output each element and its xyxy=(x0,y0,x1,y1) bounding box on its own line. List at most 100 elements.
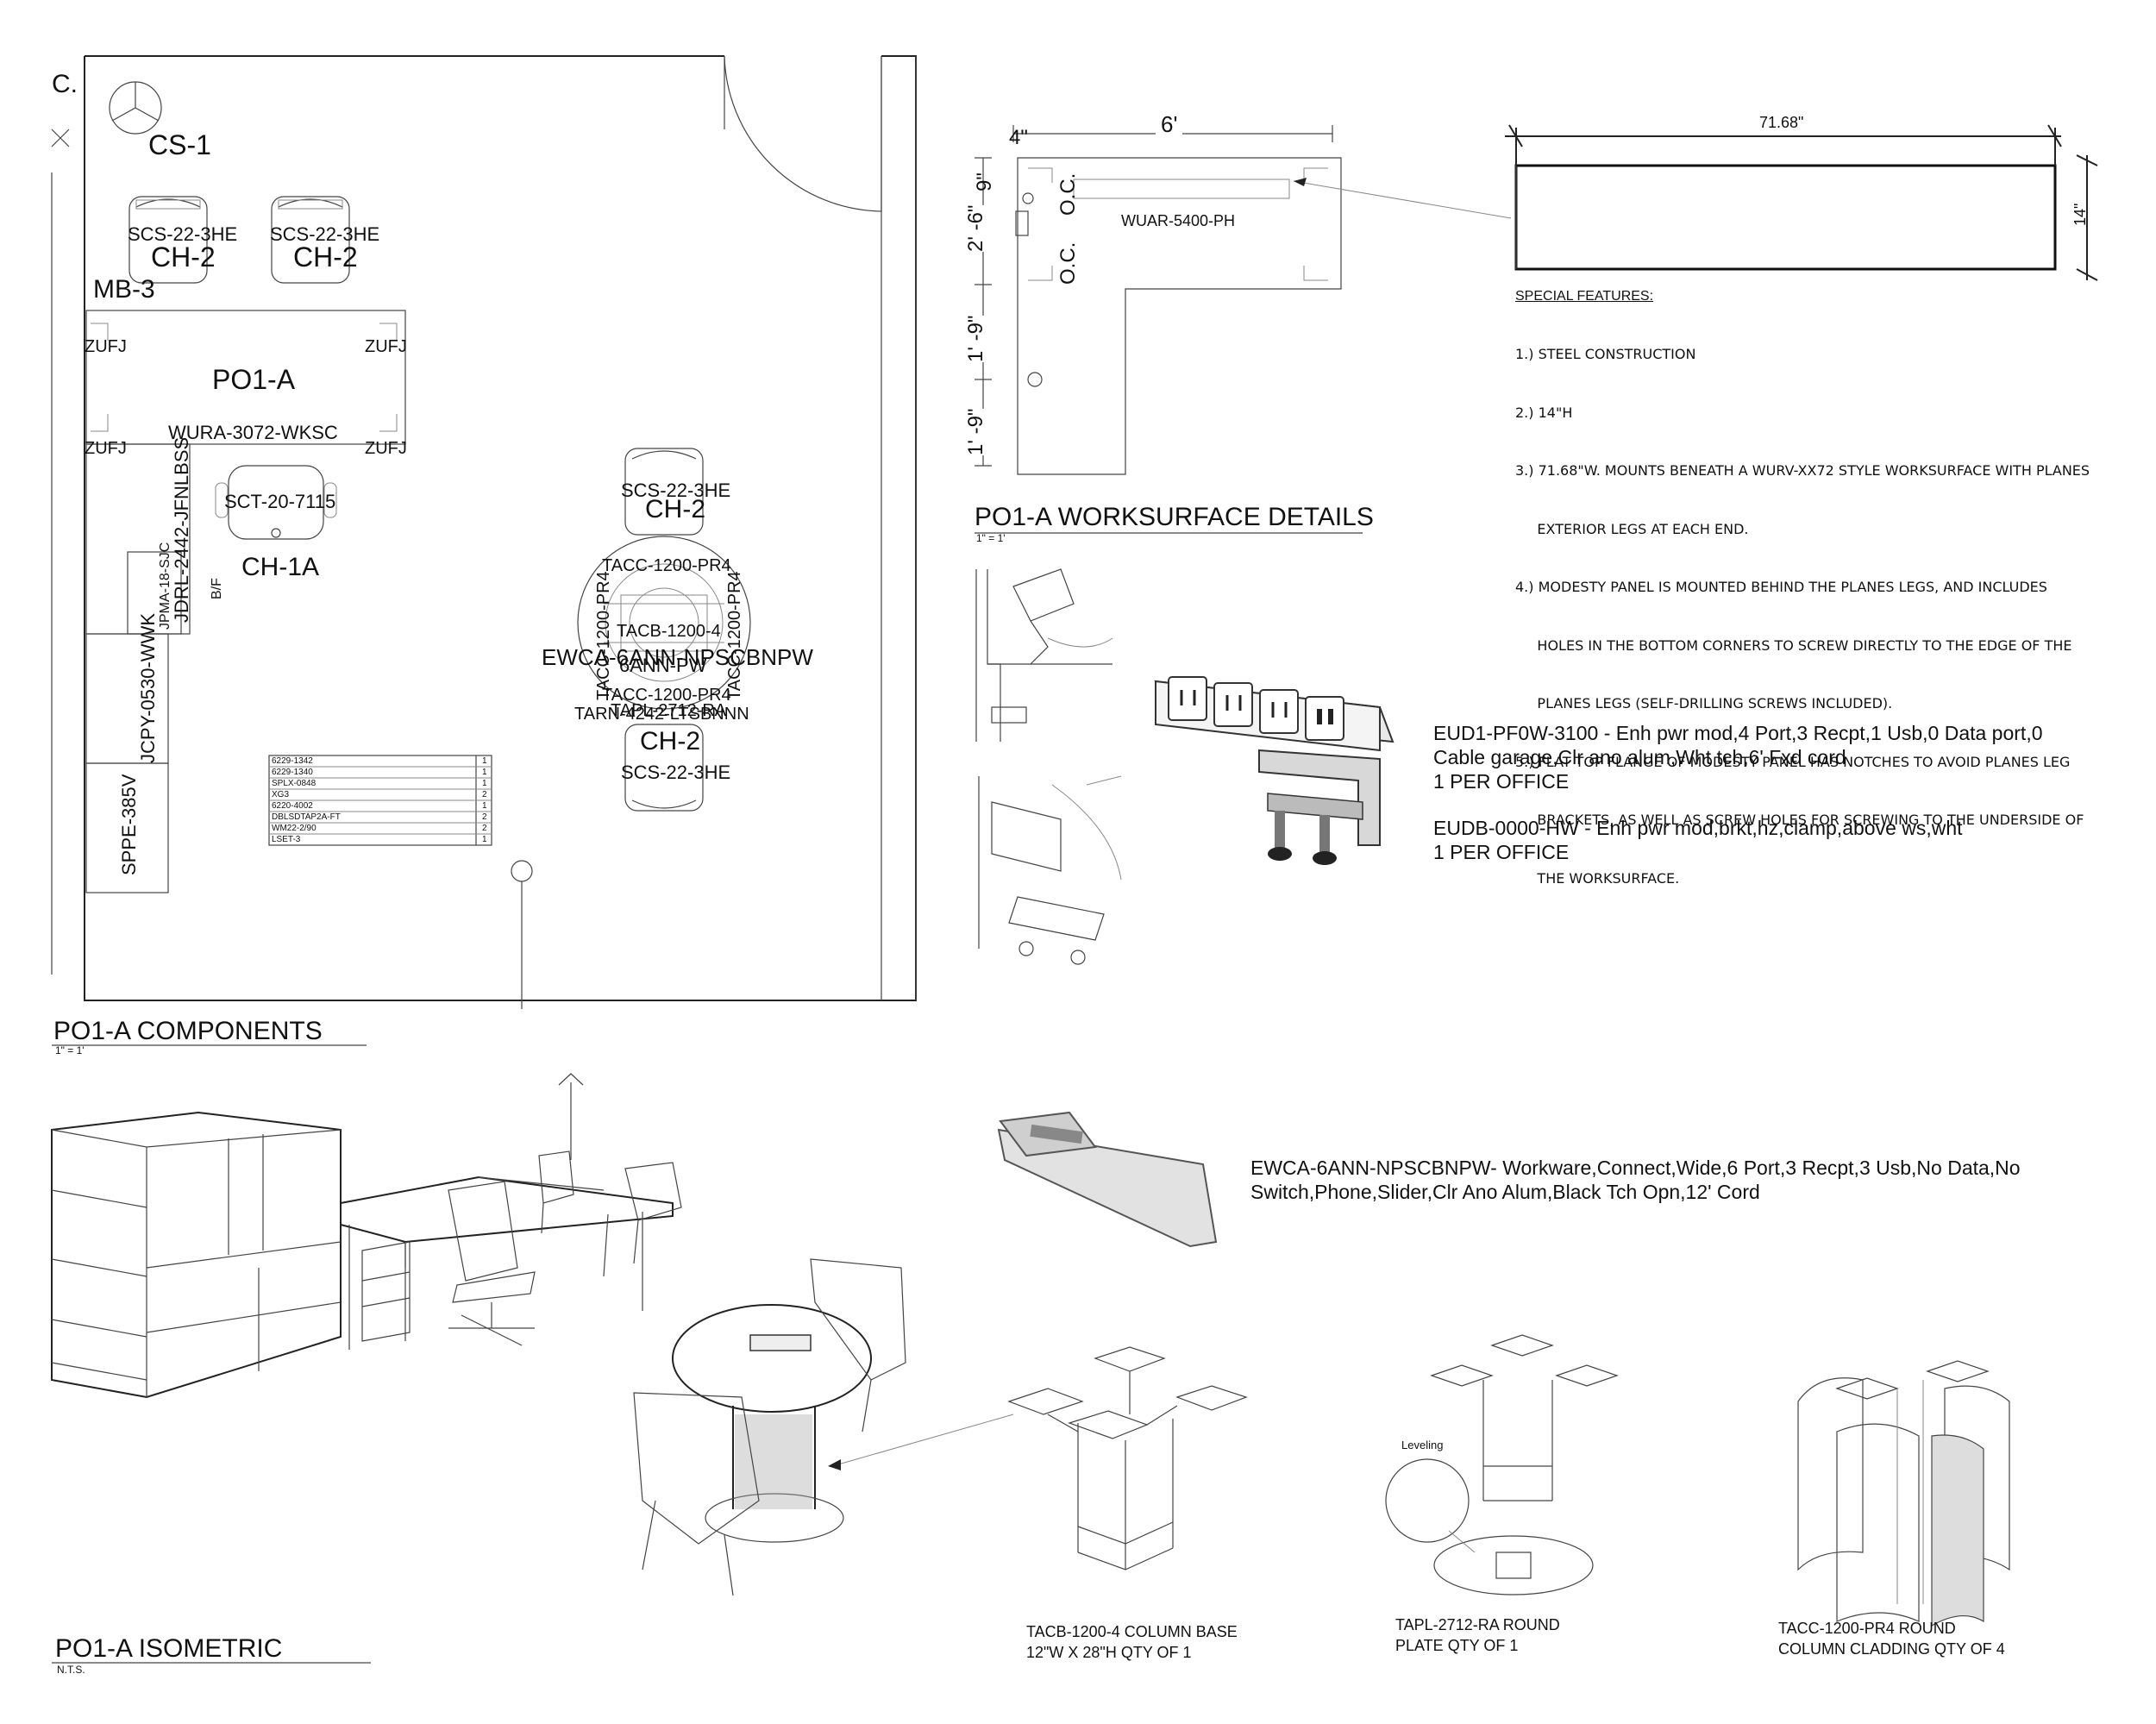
panel-height-dim: 14" xyxy=(2071,203,2089,226)
cladding-label: TACC-1200-PR4 xyxy=(725,571,744,700)
column-cladding-illustration xyxy=(1797,1360,2010,1627)
bracket-qty: 1 PER OFFICE xyxy=(1433,841,1570,863)
dim-9: 9" xyxy=(973,172,996,191)
dim-1-9: 1' -9" xyxy=(964,408,988,455)
zufj-label: ZUFJ xyxy=(85,337,127,356)
dim-return: 4" xyxy=(1009,126,1028,149)
guest-chair-model: SCS-22-3HE xyxy=(128,223,238,245)
feature-line: HOLES IN THE BOTTOM CORNERS TO SCREW DIR… xyxy=(1515,636,2072,654)
dim-1-9: 1' -9" xyxy=(964,315,988,362)
power-module-qty: 1 PER OFFICE xyxy=(1433,770,1570,793)
power-module-overlap-label: 6ANN-PW xyxy=(619,655,707,676)
cabinet-label: JCPY-0530-WWK xyxy=(137,612,159,763)
dim-width: 6' xyxy=(1156,112,1183,136)
task-chair-model: SCT-20-7115 xyxy=(224,491,336,512)
worksurface-details-title: PO1-A WORKSURFACE DETAILS xyxy=(975,503,1374,531)
feature-line: BRACKETS, AS WELL AS SCREW HOLES FOR SCR… xyxy=(1515,812,2084,828)
cladding-caption: TACC-1200-PR4 ROUND xyxy=(1778,1620,1956,1637)
panel xyxy=(85,762,169,893)
task-chair-icon xyxy=(215,465,337,540)
mb3-tag: MB-3 xyxy=(93,275,155,304)
parts-table-grid xyxy=(268,755,492,846)
ewca-desc: EWCA-6ANN-NPSCBNPW- Workware,Connect,Wid… xyxy=(1250,1157,2021,1179)
cladding-label: TACC-1200-PR4 xyxy=(602,556,731,575)
components-title: PO1-A COMPONENTS xyxy=(53,1017,323,1045)
feature-line: THE WORKSURFACE. xyxy=(1515,869,1680,887)
bf-label: B/F xyxy=(210,578,224,599)
power-module-desc: EUD1-PF0W-3100 - Enh pwr mod,4 Port,3 Re… xyxy=(1433,722,2043,744)
coat-stand-tag: CS-1 xyxy=(148,129,211,160)
special-features-title: SPECIAL FEATURES: xyxy=(1515,289,1654,304)
special-features-list: 1.) STEEL CONSTRUCTION 2.) 14"H 3.) 71.6… xyxy=(1515,306,2090,908)
guest-chair-icon xyxy=(624,724,704,812)
round-plate-caption: PLATE QTY OF 1 xyxy=(1395,1637,1519,1654)
panel-width-dim: 71.68" xyxy=(1759,114,1804,131)
desk-tag: PO1-A xyxy=(212,364,296,395)
round-table-icon xyxy=(577,536,751,710)
desk-worksurface xyxy=(85,310,406,445)
table-chair-tag: CH-2 xyxy=(645,495,706,523)
guest-chair-icon xyxy=(271,196,350,284)
column-base-illustration xyxy=(1007,1346,1248,1570)
column-base-caption: TACB-1200-4 COLUMN BASE xyxy=(1026,1623,1238,1640)
cladding-label: TACC-1200-PR4 xyxy=(594,571,613,700)
corner-label: C. xyxy=(52,70,78,98)
oc-label: O.C. xyxy=(1056,241,1080,285)
components-scale: 1" = 1' xyxy=(55,1044,85,1056)
zufj-label: ZUFJ xyxy=(365,439,407,458)
office-isometric xyxy=(51,1073,1014,1664)
dim-2-6: 2' -6" xyxy=(964,204,988,252)
power-strip xyxy=(1154,676,1395,865)
cladding-caption: COLUMN CLADDING QTY OF 4 xyxy=(1778,1640,2005,1658)
power-module-desc: Cable garage,Clr ano alum,Wht tch,6' Fxd… xyxy=(1433,746,1846,768)
round-plate-illustration xyxy=(1385,1334,1619,1595)
ewca-desc: Switch,Phone,Slider,Clr Ano Alum,Black T… xyxy=(1250,1181,1760,1203)
oc-label: O.C. xyxy=(1056,172,1080,216)
feature-line: PLANES LEGS (SELF-DRILLING SCREWS INCLUD… xyxy=(1515,695,1893,712)
leveling-label: Leveling xyxy=(1401,1439,1444,1451)
guest-chair-model: SCS-22-3HE xyxy=(270,223,380,245)
power-module-illustration xyxy=(975,568,1395,965)
bracket-desc: EUDB-0000-HW - Enh pwr mod,brkt,hz,clamp… xyxy=(1433,817,1963,839)
power-module-label: EWCA-6ANN-NPSCBNPW xyxy=(542,644,813,670)
column-base-caption: 12"W X 28"H QTY OF 1 xyxy=(1026,1644,1192,1661)
round-plate-caption: TAPL-2712-RA ROUND xyxy=(1395,1616,1560,1633)
feature-line: EXTERIOR LEGS AT EACH END. xyxy=(1515,520,1749,537)
isometric-title: PO1-A ISOMETRIC xyxy=(55,1634,283,1663)
column-base-label: TACB-1200-4 xyxy=(617,622,721,641)
floor-plan xyxy=(51,55,917,1046)
table-top-label: TARN-4242-LTSBNNN xyxy=(574,705,749,724)
floor-outlet-icon xyxy=(511,860,533,882)
task-chair-tag: CH-1A xyxy=(241,553,320,581)
modesty-panel-detail xyxy=(1505,124,2098,281)
ewca-module-illustration xyxy=(997,1111,1218,1248)
zufj-label: ZUFJ xyxy=(365,337,407,356)
guest-chair-tag: CH-2 xyxy=(151,241,216,273)
feature-line: 4.) MODESTY PANEL IS MOUNTED BEHIND THE … xyxy=(1515,579,2047,595)
table-chair-model: SCS-22-3HE xyxy=(621,762,731,783)
guest-chair-icon xyxy=(624,448,704,536)
feature-line: 5.) FLAT TOP FLANGE OF MODESTY PANEL HAS… xyxy=(1515,753,2071,770)
guest-chair-tag: CH-2 xyxy=(293,241,358,273)
feature-line: 2.) 14"H xyxy=(1515,404,1573,421)
feature-line: 3.) 71.68"W. MOUNTS BENEATH A WURV-XX72 … xyxy=(1515,462,2090,479)
cladding-label: TACC-1200-PR4 xyxy=(602,686,731,705)
isometric-scale: N.T.S. xyxy=(57,1664,85,1676)
feature-line: 1.) STEEL CONSTRUCTION xyxy=(1515,346,1696,362)
table-chair-tag: CH-2 xyxy=(640,727,701,755)
panel-label: SPPE-385V xyxy=(118,774,140,875)
modesty-panel-label: WUAR-5400-PH xyxy=(1121,212,1236,229)
worksurface-details-scale: 1" = 1' xyxy=(976,532,1006,544)
worksurface-detail xyxy=(975,125,1512,534)
guest-chair-icon xyxy=(128,196,208,284)
zufj-label: ZUFJ xyxy=(85,439,127,458)
